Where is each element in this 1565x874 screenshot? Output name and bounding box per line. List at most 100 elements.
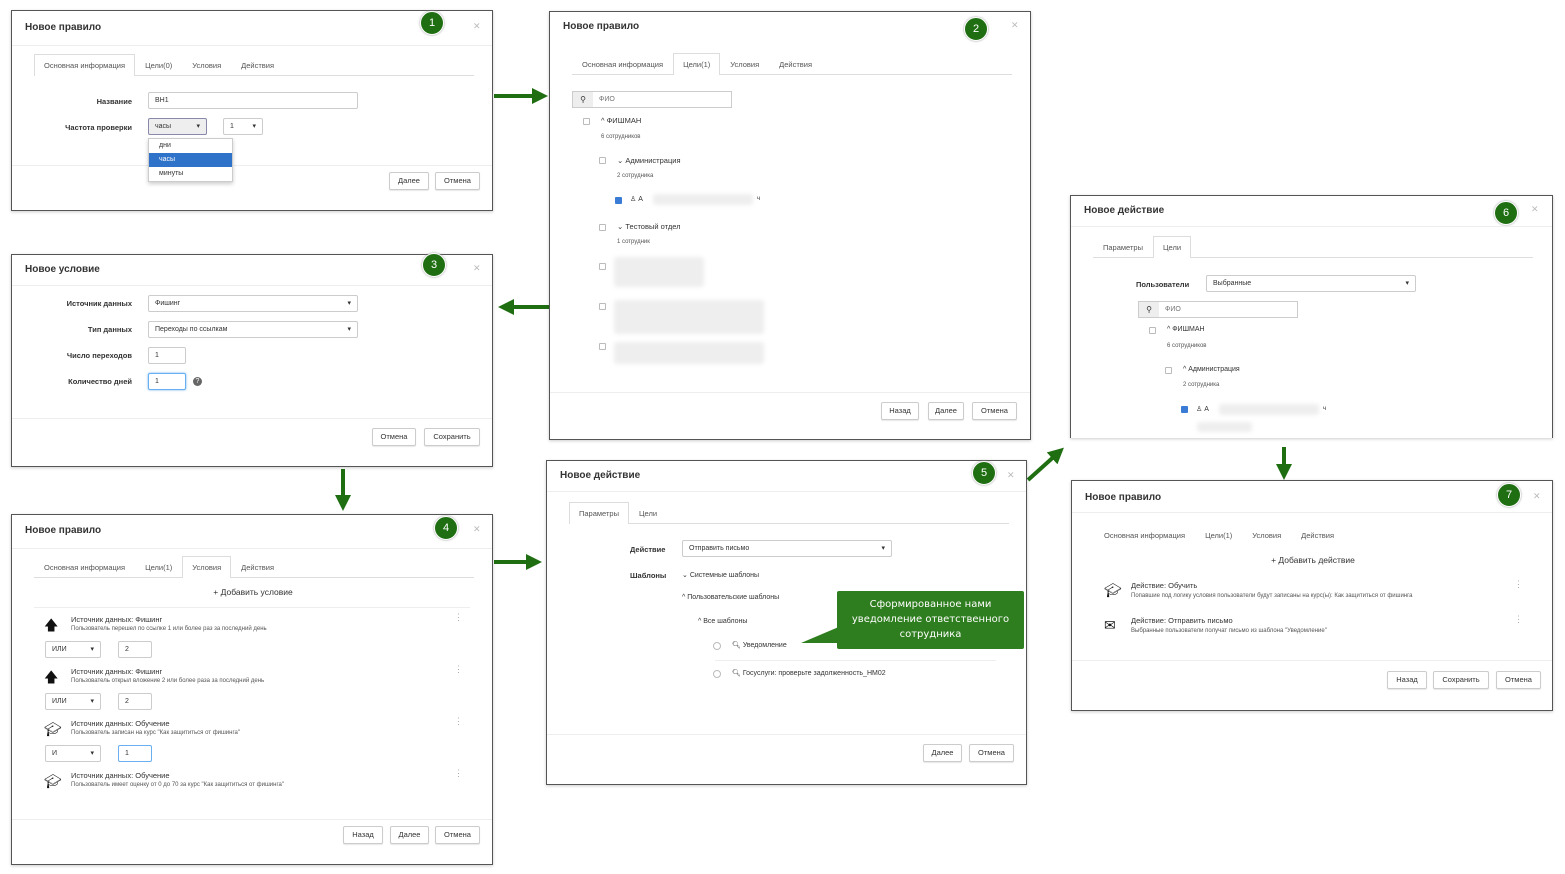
save-button[interactable]: Сохранить (1433, 671, 1489, 689)
group-number-input[interactable]: 1 (118, 745, 152, 762)
logic-operator-select[interactable]: ИЛИ (45, 641, 101, 658)
more-options-icon[interactable]: ⋮ (454, 612, 463, 622)
frequency-unit-select[interactable]: часы (148, 118, 207, 135)
dept-node[interactable]: ⌄ Тестовый отдел (617, 222, 681, 231)
tab-targets[interactable]: Цели (1152, 236, 1192, 258)
tab-targets[interactable]: Цели(1) (673, 53, 721, 75)
next-button[interactable]: Далее (928, 402, 964, 420)
close-icon[interactable]: ✕ (473, 524, 481, 534)
logic-operator-select[interactable]: ИЛИ (45, 693, 101, 710)
tab-parameters[interactable]: Параметры (569, 502, 629, 524)
dept-checkbox[interactable] (599, 157, 606, 164)
more-options-icon[interactable]: ⋮ (1514, 614, 1523, 624)
help-icon[interactable]: ? (193, 377, 202, 386)
org-checkbox[interactable] (583, 118, 590, 125)
tab-actions[interactable]: Действия (779, 60, 813, 69)
add-condition-button[interactable]: + Добавить условие (213, 587, 293, 597)
tab-targets[interactable]: Цели(1) (1205, 531, 1233, 540)
template-item[interactable]: 🔍︎ Госуслуги: проверьте задолженность_HM… (732, 669, 886, 677)
cancel-button[interactable]: Отмена (969, 744, 1014, 762)
tab-actions[interactable]: Действия (1291, 524, 1345, 546)
tab-parameters[interactable]: Параметры (1103, 243, 1143, 252)
back-button[interactable]: Назад (881, 402, 919, 420)
tab-conditions[interactable]: Условия (182, 556, 232, 578)
action-select[interactable]: Отправить письмо (682, 540, 892, 557)
cancel-button[interactable]: Отмена (972, 402, 1017, 420)
cancel-button[interactable]: Отмена (435, 172, 480, 190)
next-button[interactable]: Далее (390, 826, 429, 844)
org-node[interactable]: ^ ФИШМАН (601, 116, 642, 125)
template-radio[interactable] (713, 642, 721, 650)
add-action-button[interactable]: + Добавить действие (1271, 555, 1355, 565)
close-icon[interactable]: ✕ (1011, 20, 1019, 30)
tab-targets[interactable]: Цели(0) (145, 61, 173, 70)
name-input[interactable]: ВН1 (148, 92, 358, 109)
logic-operator-select[interactable]: И (45, 745, 101, 762)
back-button[interactable]: Назад (343, 826, 383, 844)
template-item[interactable]: 🔍︎ Уведомление (732, 641, 787, 649)
tab-actions[interactable]: Действия (241, 563, 275, 572)
more-options-icon[interactable]: ⋮ (454, 768, 463, 778)
users-select[interactable]: Выбранные (1206, 275, 1416, 292)
close-icon[interactable]: ✕ (473, 263, 481, 273)
dept-node[interactable]: ^ Администрация (1183, 366, 1240, 373)
org-checkbox[interactable] (1149, 327, 1156, 334)
group-number-input[interactable]: 2 (118, 641, 152, 658)
frequency-number-select[interactable]: 1 (223, 118, 263, 135)
days-input[interactable]: 1 (148, 373, 186, 390)
tab-conditions[interactable]: Условия (1252, 531, 1282, 540)
tab-targets[interactable]: Цели (638, 509, 658, 518)
next-button[interactable]: Далее (389, 172, 429, 190)
more-options-icon[interactable]: ⋮ (454, 664, 463, 674)
group-number-input[interactable]: 2 (118, 693, 152, 710)
more-options-icon[interactable]: ⋮ (1514, 579, 1523, 589)
dept-checkbox[interactable] (599, 224, 606, 231)
dept-node[interactable]: ⌄ Администрация (617, 156, 681, 165)
close-icon[interactable]: ✕ (1533, 491, 1541, 501)
data-type-select[interactable]: Переходы по ссылкам (148, 321, 358, 338)
tab-basic-info[interactable]: Основная информация (1104, 531, 1186, 540)
cancel-button[interactable]: Отмена (372, 428, 416, 446)
user-checkbox[interactable] (615, 197, 622, 204)
more-options-icon[interactable]: ⋮ (454, 716, 463, 726)
tab-actions[interactable]: Действия (241, 61, 275, 70)
checkbox[interactable] (599, 343, 606, 350)
next-button[interactable]: Далее (923, 744, 962, 762)
clicks-input[interactable]: 1 (148, 347, 186, 364)
back-button[interactable]: Назад (1387, 671, 1427, 689)
search-input[interactable] (593, 92, 731, 107)
option-days[interactable]: дни (159, 142, 171, 149)
dialog-title: Новое правило (1085, 492, 1162, 503)
search-icon: ⚲ (1139, 302, 1159, 317)
option-minutes[interactable]: минуты (159, 170, 184, 177)
search-input[interactable] (1159, 302, 1297, 317)
close-icon[interactable]: ✕ (473, 21, 481, 31)
user-item[interactable]: ♙ А (630, 196, 643, 203)
user-item[interactable]: ♙ А (1196, 406, 1209, 413)
source-select[interactable]: Фишинг (148, 295, 358, 312)
save-button[interactable]: Сохранить (424, 428, 480, 446)
close-icon[interactable]: ✕ (1531, 204, 1539, 214)
all-templates-node[interactable]: ^ Все шаблоны (698, 618, 748, 625)
tab-conditions[interactable]: Условия (192, 61, 222, 70)
template-radio[interactable] (713, 670, 721, 678)
cancel-button[interactable]: Отмена (1496, 671, 1541, 689)
tab-basic-info[interactable]: Основная информация (44, 563, 126, 572)
user-checkbox[interactable] (1181, 406, 1188, 413)
cancel-button[interactable]: Отмена (435, 826, 480, 844)
dept-checkbox[interactable] (1165, 367, 1172, 374)
tab-conditions[interactable]: Условия (730, 60, 760, 69)
user-templates-node[interactable]: ^ Пользовательские шаблоны (682, 594, 780, 601)
tab-targets[interactable]: Цели(1) (145, 563, 173, 572)
graduation-cap-icon: 🎓︎ (44, 773, 62, 789)
tab-basic-info[interactable]: Основная информация (582, 60, 664, 69)
tab-basic-info[interactable]: Основная информация (34, 54, 136, 76)
close-icon[interactable]: ✕ (1007, 470, 1015, 480)
preview-icon[interactable]: 🔍︎ (732, 642, 741, 649)
org-node[interactable]: ^ ФИШМАН (1167, 326, 1205, 333)
checkbox[interactable] (599, 263, 606, 270)
option-hours[interactable]: часы (149, 153, 232, 167)
preview-icon[interactable]: 🔍︎ (732, 670, 741, 677)
checkbox[interactable] (599, 303, 606, 310)
system-templates-node[interactable]: ⌄ Системные шаблоны (682, 572, 760, 579)
